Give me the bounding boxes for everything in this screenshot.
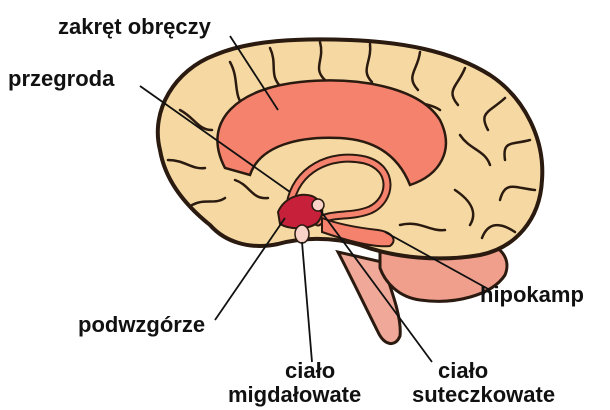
label-amygdala-line1: ciało bbox=[285, 358, 335, 383]
label-cingulate-gyrus: zakręt obręczy bbox=[58, 14, 212, 39]
label-hippocampus: hipokamp bbox=[480, 282, 584, 307]
amygdala bbox=[295, 225, 309, 243]
label-mammillary-line2: suteczkowate bbox=[412, 382, 555, 407]
label-septum: przegroda bbox=[8, 66, 115, 91]
label-mammillary-line1: ciało bbox=[438, 358, 488, 383]
label-amygdala-line2: migdałowate bbox=[228, 382, 361, 407]
pointer-amygdala bbox=[302, 242, 312, 362]
mammillary-body bbox=[312, 199, 324, 211]
label-hypothalamus: podwzgórze bbox=[78, 312, 205, 337]
